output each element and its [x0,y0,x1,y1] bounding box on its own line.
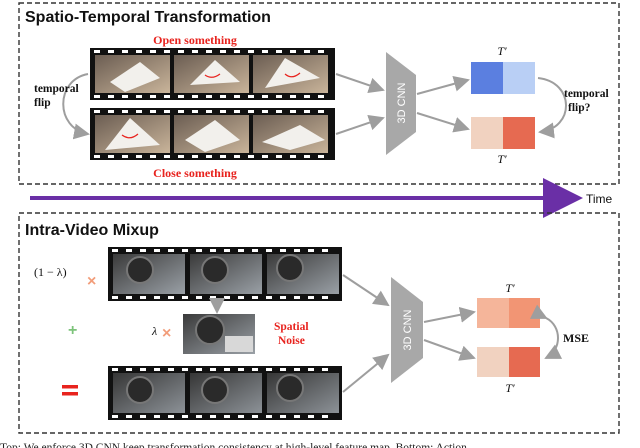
cnn-block-top [386,52,416,155]
arrow-cnn-to-feature-bottom [423,339,476,361]
one-minus-lambda: (1 − λ) [34,265,67,279]
bottom-panel-border [18,212,620,434]
spatial-noise-frame [183,314,255,354]
spatial-noise-label-1: Spatial [274,321,309,333]
temporal-flip-question-2: flip? [568,102,591,114]
cnn-label-top: 3D CNN [396,82,408,123]
top-panel-border [18,2,620,185]
feature-map-blue-dark [471,62,503,94]
bottom-panel-title: Intra-Video Mixup [25,222,159,239]
arrow-mixed-to-cnn [342,353,390,393]
cnn-block-bottom [391,277,423,383]
feature-map-salmon-right [509,298,540,328]
plus-sign: + [68,322,77,339]
feature-label-bottom-2: T′ [505,381,515,395]
time-label: Time [586,192,613,206]
arrow-original-to-cnn [342,274,390,307]
multiply-sign-1: × [87,273,96,290]
cnn-label-bottom: 3D CNN [402,309,414,350]
arrow-cnn-to-feature-blue [416,75,470,95]
temporal-flip-label-2: flip [34,97,51,109]
figure-caption: Top: We enforce 3D CNN keep transformati… [0,442,467,448]
equals-sign-top [62,385,78,389]
temporal-flip-question-arrow [537,77,567,139]
open-something-label: Open something [153,33,237,47]
arrow-cnn-to-feature-top [423,306,476,323]
feature-map-coral-right [509,347,540,377]
top-panel-title: Spatio-Temporal Transformation [25,9,271,26]
feature-map-peach-left [477,347,509,377]
lambda-symbol: λ [151,324,157,338]
temporal-flip-question-1: temporal [564,88,609,100]
arrow-open-to-cnn [335,73,385,94]
arrow-close-to-cnn [335,114,385,135]
film-strip-gym-original [108,247,342,301]
film-strip-gym-mixed [108,366,342,420]
feature-label-bottom-1: T′ [505,281,515,295]
mse-arrow [529,304,563,359]
spatial-noise-label-2: Noise [278,335,305,347]
equals-sign-bottom [62,392,78,396]
mse-label: MSE [563,331,589,345]
multiply-sign-2: × [162,325,171,342]
temporal-flip-arrow [62,73,90,140]
arrow-cnn-to-feature-red [416,112,470,133]
film-strip-close [90,108,335,160]
feature-map-blue-light [503,62,535,94]
feature-map-salmon-light-left [477,298,509,328]
temporal-flip-label-1: temporal [34,83,79,95]
feature-map-peach [471,117,503,149]
feature-map-coral [503,117,535,149]
feature-label-top-2: T′ [497,152,507,166]
film-strip-open [90,48,335,100]
feature-label-top-1: T′ [497,44,507,58]
close-something-label: Close something [153,166,237,180]
